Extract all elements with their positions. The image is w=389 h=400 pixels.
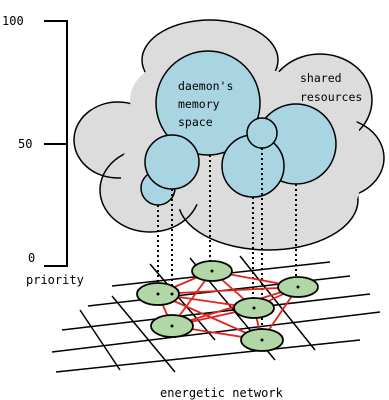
memory-bubbles xyxy=(140,50,337,206)
network-nodes xyxy=(136,260,319,352)
priority-label: priority xyxy=(26,273,84,287)
bubble-left xyxy=(144,134,200,190)
tick-label-50: 50 xyxy=(18,137,32,151)
cloud-label-line-1: shared xyxy=(300,71,342,85)
cloud-label-line-2: resources xyxy=(300,90,362,104)
bubble-tiny xyxy=(246,117,278,149)
memory-label-line-3: space xyxy=(178,115,213,129)
network-label: energetic network xyxy=(160,386,284,400)
memory-label-line-1: daemon's xyxy=(178,79,233,93)
tick-label-100: 100 xyxy=(2,14,24,28)
priority-scale: 100 50 0 priority xyxy=(2,14,84,287)
tick-label-0: 0 xyxy=(28,251,35,265)
bubble-main xyxy=(155,50,261,156)
memory-label-line-2: memory xyxy=(178,97,220,111)
